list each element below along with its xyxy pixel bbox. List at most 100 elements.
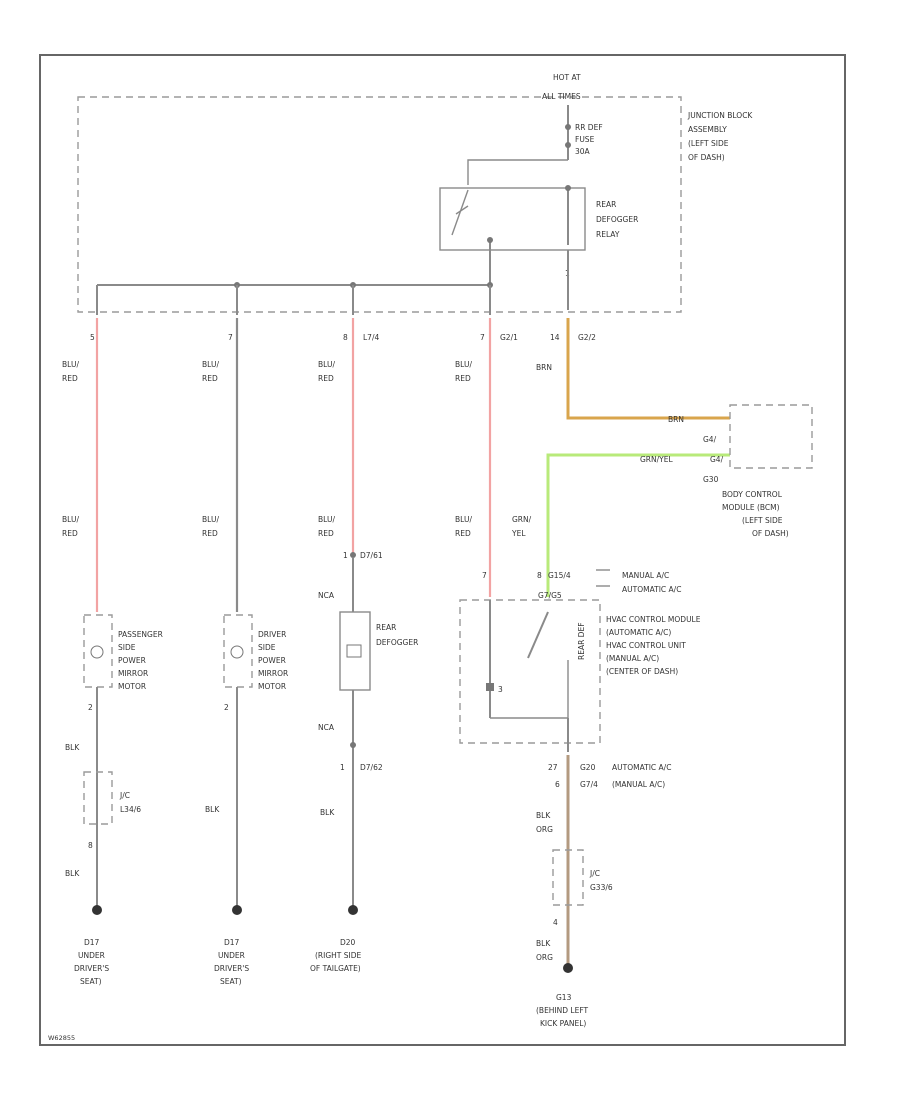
hvac-pin-7: 7 [482, 571, 487, 580]
hvac-inner-pin: 3 [498, 685, 503, 694]
pass-mirror-label-4: MIRROR [118, 669, 148, 678]
pass-mirror-pin: 2 [88, 703, 93, 712]
drv-mirror-blk-label: BLK [205, 805, 220, 814]
ground-4-id: G13 [556, 993, 572, 1002]
relay-label-1: REAR [596, 200, 616, 209]
ground-1-icon [92, 905, 102, 915]
jb-label-2: ASSEMBLY [688, 125, 727, 134]
wire-label-5b: RED [62, 529, 78, 538]
bcm-label-4: OF DASH) [752, 529, 789, 538]
relay-label-2: DEFOGGER [596, 215, 638, 224]
bcm-label-1: BODY CONTROL [722, 490, 783, 499]
relay-label-3: RELAY [596, 230, 620, 239]
pin-2: 7 [228, 333, 233, 342]
diagram-code: W62855 [48, 1034, 75, 1042]
jc-right-org: ORG [536, 825, 553, 834]
drv-mirror-pin: 2 [224, 703, 229, 712]
defogger-grid-icon [346, 644, 362, 658]
jb-label-4: OF DASH) [688, 153, 725, 162]
ground-2-line-2: DRIVER'S [214, 964, 249, 973]
drv-mirror-label-1: DRIVER [258, 630, 286, 639]
relay-coil-tick [455, 205, 469, 215]
wire-label-yel: YEL [511, 529, 526, 538]
pass-mirror-label-3: POWER [118, 656, 146, 665]
wire-label-2b: RED [202, 374, 218, 383]
pin-5: 14 [550, 333, 560, 342]
pass-mirror-label-2: SIDE [118, 643, 136, 652]
pin-3-connector: L7/4 [363, 333, 379, 342]
jc-left-box [83, 771, 113, 825]
jb-label-3: (LEFT SIDE [688, 139, 729, 148]
bcm-pin-b: G4/ [710, 455, 724, 464]
wire-label-7b: RED [318, 529, 334, 538]
relay-box [439, 187, 586, 251]
hvac-bottom-conn-2: G7/4 [580, 780, 598, 789]
ground-1-line-3: SEAT) [80, 977, 102, 986]
all-times-label: ALL TIMES [542, 92, 581, 101]
wire-bcm-brn [566, 318, 730, 420]
ground-2-id: D17 [224, 938, 240, 947]
drv-mirror-label-2: SIDE [258, 643, 276, 652]
defogger-bottom-dot [350, 742, 356, 748]
jc-right-label-2: G33/6 [590, 883, 613, 892]
hvac-bottom-conn-1: G20 [580, 763, 596, 772]
wire-label-1b: RED [62, 374, 78, 383]
hvac-inner-terminal [486, 683, 494, 691]
hvac-bottom-text-1: AUTOMATIC A/C [612, 763, 671, 772]
ground-1-line-2: DRIVER'S [74, 964, 109, 973]
wire-label-5a: BLU/ [62, 515, 79, 524]
hvac-label-5: (CENTER OF DASH) [606, 667, 678, 676]
hvac-bottom-pin-2: 6 [555, 780, 560, 789]
defogger-blk-label: BLK [320, 808, 335, 817]
jc-right-box [552, 849, 584, 906]
hvac-label-2: (AUTOMATIC A/C) [606, 628, 671, 637]
pin-4: 7 [480, 333, 485, 342]
wire-label-brn: BRN [536, 363, 552, 372]
jc-right-blk-bottom: BLK [536, 939, 551, 948]
fuse-label-2: FUSE [575, 135, 595, 144]
hvac-bottom-text-2: (MANUAL A/C) [612, 780, 665, 789]
manual-ac-label: MANUAL A/C [622, 571, 669, 580]
bcm-box [729, 404, 813, 469]
wire-label-6a: BLU/ [202, 515, 219, 524]
driver-mirror-box [223, 614, 253, 688]
relay-coil [451, 189, 469, 236]
wire-label-8a: BLU/ [455, 515, 472, 524]
wire-label-4b: RED [455, 374, 471, 383]
wire-label-brn-h: BRN [668, 415, 684, 424]
ground-3-line-1: (RIGHT SIDE [315, 951, 362, 960]
fuse-bottom-dot [565, 142, 571, 148]
defogger-nca-bottom: NCA [318, 723, 335, 732]
jc-left-pin: 8 [88, 841, 93, 850]
ground-2-line-1: UNDER [218, 951, 245, 960]
ground-3-id: D20 [340, 938, 356, 947]
drv-mirror-label-3: POWER [258, 656, 286, 665]
hvac-label-3: HVAC CONTROL UNIT [606, 641, 686, 650]
relay-coil-dot [487, 237, 493, 243]
wire-label-6b: RED [202, 529, 218, 538]
diagram-frame [39, 54, 846, 1046]
defogger-bottom-connector: D7/62 [360, 763, 383, 772]
jc-right-label-1: J/C [589, 869, 600, 878]
jb-label-1: JUNCTION BLOCK [687, 111, 753, 120]
jc-left-blk-top: BLK [65, 743, 80, 752]
jc-left-blk-bottom: BLK [65, 869, 80, 878]
ground-3-line-2: OF TAILGATE) [310, 964, 361, 973]
pin-5-connector: G2/2 [578, 333, 596, 342]
bcm-connector: G30 [703, 475, 719, 484]
pin-4-connector: G2/1 [500, 333, 518, 342]
jc-right-blk: BLK [536, 811, 551, 820]
hvac-label-1: HVAC CONTROL MODULE [606, 615, 701, 624]
wire-label-8b: RED [455, 529, 471, 538]
wire-bcm-grn-yel [546, 453, 730, 597]
fuse-label-3: 30A [575, 147, 591, 156]
wire-label-grn: GRN/ [512, 515, 532, 524]
passenger-mirror-motor-icon [90, 645, 104, 659]
wire-label-2a: BLU/ [202, 360, 219, 369]
hvac-inner-switch [527, 611, 549, 659]
wire-label-1a: BLU/ [62, 360, 79, 369]
bcm-pin-a: G4/ [703, 435, 717, 444]
ground-4-line-2: KICK PANEL) [540, 1019, 586, 1028]
hot-at-label: HOT AT [553, 73, 581, 82]
hvac-connector-1: G15/4 [548, 571, 571, 580]
